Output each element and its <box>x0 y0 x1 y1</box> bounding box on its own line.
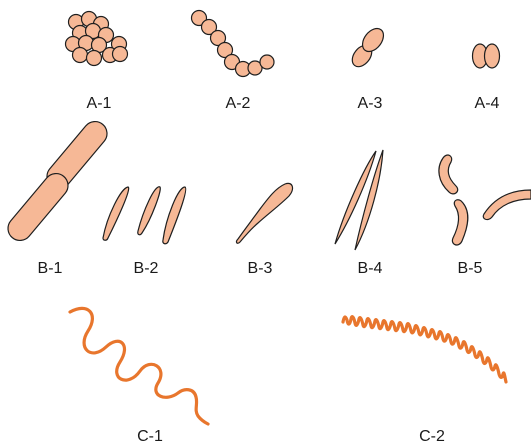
label-b4: B-4 <box>358 260 383 278</box>
label-c2: C-2 <box>419 428 445 446</box>
a1-staphylococci-cluster <box>66 12 128 66</box>
label-b5: B-5 <box>458 260 483 278</box>
b1-bacilli-chain <box>3 117 112 246</box>
label-c1: C-1 <box>137 428 163 446</box>
label-b2: B-2 <box>134 260 159 278</box>
c1-spirillum <box>70 308 208 424</box>
b4-fusiform-rods <box>335 150 383 250</box>
b2-slender-rods <box>103 187 186 244</box>
b5-curved-rods <box>439 155 531 245</box>
b3-club-rod <box>237 183 293 243</box>
label-a1: A-1 <box>87 95 112 113</box>
a2-streptococci-chain <box>192 11 275 77</box>
label-b3: B-3 <box>248 260 273 278</box>
a3-diplococci-elongated <box>348 25 387 71</box>
label-a4: A-4 <box>475 95 500 113</box>
label-a2: A-2 <box>226 95 251 113</box>
label-a3: A-3 <box>358 95 383 113</box>
c2-spirochete-coil <box>343 317 506 382</box>
a4-diplococci-pair <box>473 44 500 68</box>
label-b1: B-1 <box>38 260 63 278</box>
